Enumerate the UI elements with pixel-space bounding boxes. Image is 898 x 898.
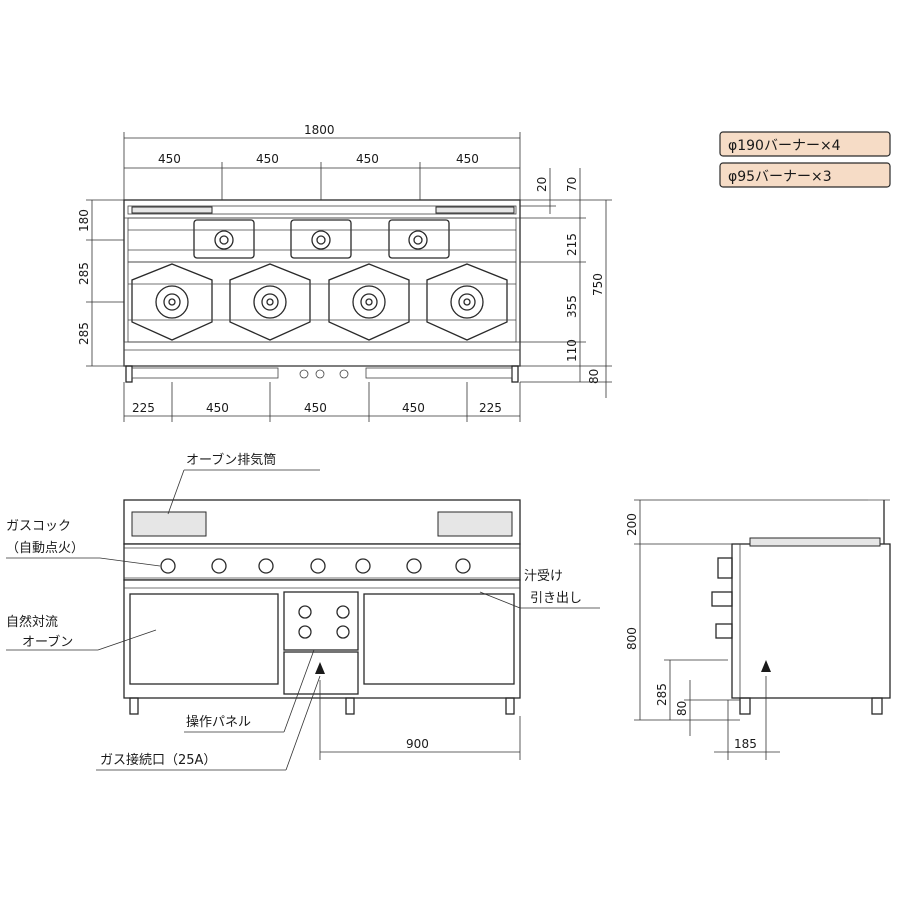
- leg-fl: [129, 697, 139, 715]
- top-view: [123, 199, 521, 383]
- dim-450-g: 450: [402, 401, 425, 415]
- dim-110: 110: [565, 339, 579, 362]
- dim-900: 900: [406, 737, 429, 751]
- badge-text-small: φ95バーナー×3: [728, 169, 832, 185]
- dim-450-c: 450: [356, 152, 379, 166]
- dim-285-b: 285: [77, 322, 91, 345]
- side-gas-marker: [761, 660, 771, 672]
- burner-spec-badge-large: φ190バーナー×4: [719, 131, 891, 157]
- knob-2: [211, 558, 227, 574]
- leg-fr: [505, 697, 515, 715]
- knob-1: [160, 558, 176, 574]
- side-leg-left: [739, 697, 751, 715]
- control-panel: [283, 591, 359, 651]
- dim-20: 20: [535, 177, 549, 192]
- gas-inlet-marker: [315, 662, 325, 674]
- gas-cock-knobs: [160, 558, 471, 574]
- small-burner-3: [388, 219, 450, 259]
- dim-450-a: 450: [158, 152, 181, 166]
- large-burner-1: [131, 263, 213, 341]
- oven-door-right: [363, 593, 515, 685]
- front-lower-body: [123, 579, 521, 699]
- label-oven-2: オーブン: [22, 634, 73, 650]
- knob-4: [310, 558, 326, 574]
- dim-80-side: 80: [675, 701, 689, 716]
- dim-80-top: 80: [587, 369, 601, 384]
- dim-215: 215: [565, 233, 579, 256]
- top-view-body: [123, 199, 521, 367]
- dim-800: 800: [625, 627, 639, 650]
- knob-3: [258, 558, 274, 574]
- dim-355: 355: [565, 295, 579, 318]
- dim-450-b: 450: [256, 152, 279, 166]
- small-burner-2: [290, 219, 352, 259]
- dim-450-f: 450: [304, 401, 327, 415]
- side-body: [731, 543, 891, 699]
- side-leg-right: [871, 697, 883, 715]
- large-burner-3: [328, 263, 410, 341]
- oven-flue-left: [131, 511, 207, 537]
- burner-spec-badge-small: φ95バーナー×3: [719, 162, 891, 188]
- label-drip-2: 引き出し: [530, 591, 582, 606]
- dim-285-a: 285: [77, 262, 91, 285]
- dim-200: 200: [625, 513, 639, 536]
- front-view-labels: オーブン排気筒 ガスコック （自動点火） 自然対流 オーブン 汁受け 引き出し …: [6, 452, 600, 771]
- top-view-dimensions: 1800 450 450 450 450 180 285 285 20 70 2…: [77, 123, 612, 422]
- badge-text-large: φ190バーナー×4: [728, 138, 841, 154]
- large-burner-4: [426, 263, 508, 341]
- dim-70: 70: [565, 177, 579, 192]
- front-control-rail: [123, 543, 521, 581]
- dim-225-b: 225: [479, 401, 502, 415]
- label-panel: 操作パネル: [186, 714, 251, 730]
- label-gas-inlet: ガス接続口（25A）: [100, 752, 216, 768]
- label-drip-1: 汁受け: [524, 569, 563, 584]
- side-grate: [749, 537, 881, 547]
- dim-185: 185: [734, 737, 757, 751]
- dim-225-a: 225: [132, 401, 155, 415]
- dim-450-e: 450: [206, 401, 229, 415]
- label-gas-cock-2: （自動点火）: [6, 541, 84, 556]
- label-gas-cock-1: ガスコック: [6, 519, 71, 534]
- dim-1800: 1800: [304, 123, 335, 137]
- panel-lower: [283, 651, 359, 695]
- leg-fm: [345, 697, 355, 715]
- label-oven-1: 自然対流: [6, 614, 58, 630]
- knob-7: [455, 558, 471, 574]
- side-view-dimensions: 200 800 285 80 185: [625, 499, 868, 760]
- label-oven-flue: オーブン排気筒: [186, 452, 276, 468]
- side-view: [711, 499, 891, 715]
- dim-450-d: 450: [456, 152, 479, 166]
- knob-6: [406, 558, 422, 574]
- dim-180: 180: [77, 209, 91, 232]
- dim-750: 750: [591, 273, 605, 296]
- oven-flue-right: [437, 511, 513, 537]
- small-burner-1: [193, 219, 255, 259]
- front-view: [123, 499, 521, 715]
- knob-5: [355, 558, 371, 574]
- large-burner-2: [229, 263, 311, 341]
- dim-285-side: 285: [655, 683, 669, 706]
